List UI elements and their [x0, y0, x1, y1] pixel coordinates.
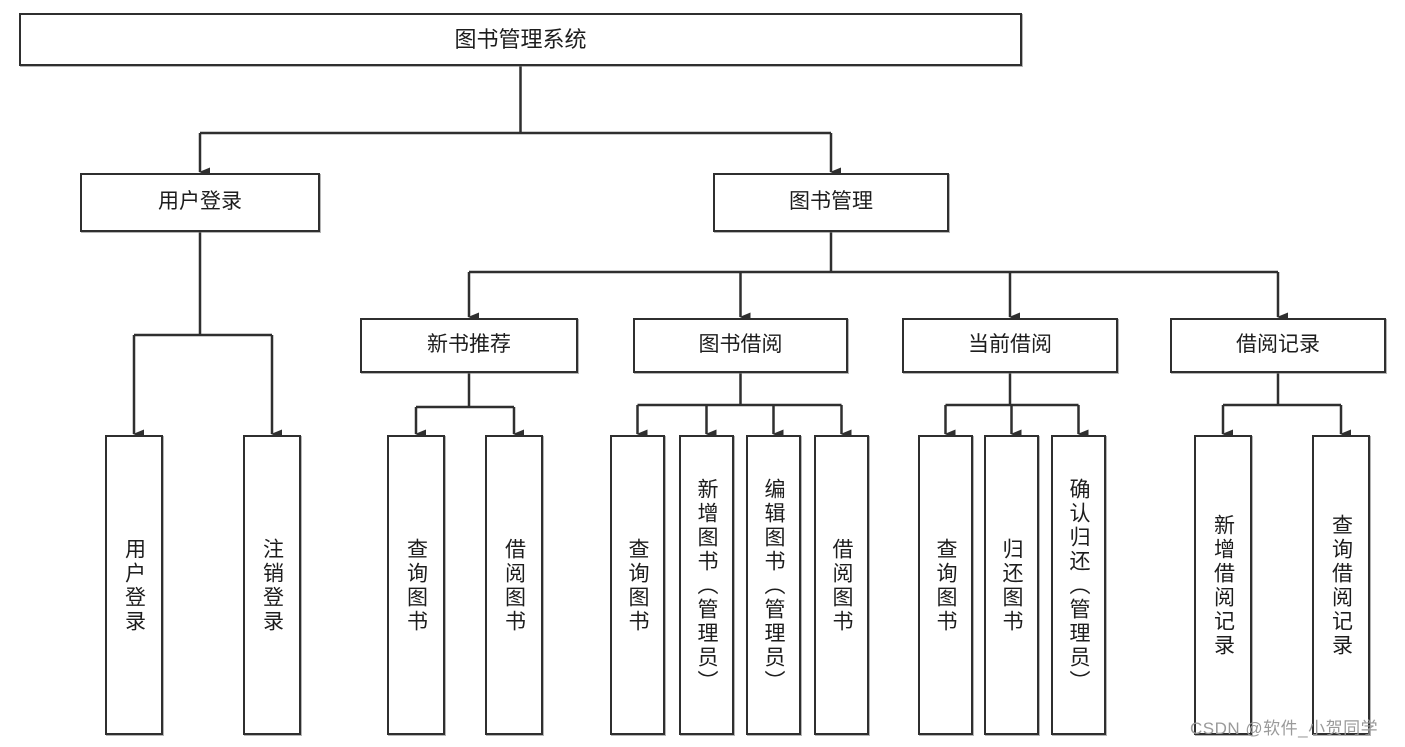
node-bookmgmt[interactable]: 图书管理	[713, 173, 949, 232]
node-label: 图书借阅	[698, 333, 783, 357]
watermark: CSDN @软件_小贺同学	[1190, 719, 1379, 738]
node-label: 编辑图书（管理员）	[762, 478, 785, 694]
node-label: 当前借阅	[968, 333, 1052, 357]
node-leaf-rec-2[interactable]: 查询借阅记录	[1312, 435, 1370, 735]
node-leaf-login-1[interactable]: 用户登录	[105, 435, 163, 735]
node-label: 新书推荐	[427, 333, 511, 357]
edge-group	[132, 66, 1351, 439]
node-borrow[interactable]: 图书借阅	[633, 318, 848, 373]
node-label: 用户登录	[158, 190, 242, 214]
node-leaf-login-2[interactable]: 注销登录	[243, 435, 301, 735]
node-newbook[interactable]: 新书推荐	[360, 318, 578, 373]
node-label: 借阅图书	[830, 538, 853, 634]
node-label: 新增图书（管理员）	[695, 478, 718, 694]
node-leaf-cur-1[interactable]: 查询图书	[918, 435, 973, 735]
node-label: 图书管理	[789, 190, 873, 214]
node-current[interactable]: 当前借阅	[902, 318, 1118, 373]
node-root[interactable]: 图书管理系统	[19, 13, 1022, 66]
node-leaf-cur-3[interactable]: 确认归还（管理员）	[1051, 435, 1106, 735]
node-leaf-borrow-2[interactable]: 新增图书（管理员）	[679, 435, 734, 735]
node-label: 借阅记录	[1236, 333, 1320, 357]
node-records[interactable]: 借阅记录	[1170, 318, 1386, 373]
node-label: 图书管理系统	[454, 26, 587, 52]
node-label: 查询图书	[934, 538, 957, 634]
node-label: 查询借阅记录	[1329, 514, 1353, 658]
node-leaf-borrow-1[interactable]: 查询图书	[610, 435, 665, 735]
node-label: 借阅图书	[502, 538, 526, 634]
node-leaf-cur-2[interactable]: 归还图书	[984, 435, 1039, 735]
node-label: 查询图书	[626, 538, 649, 634]
node-leaf-borrow-4[interactable]: 借阅图书	[814, 435, 869, 735]
node-leaf-new-2[interactable]: 借阅图书	[485, 435, 543, 735]
node-label: 注销登录	[260, 538, 284, 634]
node-leaf-new-1[interactable]: 查询图书	[387, 435, 445, 735]
node-login[interactable]: 用户登录	[80, 173, 320, 232]
node-label: 确认归还（管理员）	[1067, 478, 1090, 694]
node-leaf-borrow-3[interactable]: 编辑图书（管理员）	[746, 435, 801, 735]
node-label: 查询图书	[404, 538, 428, 634]
node-label: 用户登录	[122, 538, 146, 634]
node-label: 新增借阅记录	[1211, 514, 1235, 658]
node-leaf-rec-1[interactable]: 新增借阅记录	[1194, 435, 1252, 735]
node-label: 归还图书	[1000, 538, 1023, 634]
